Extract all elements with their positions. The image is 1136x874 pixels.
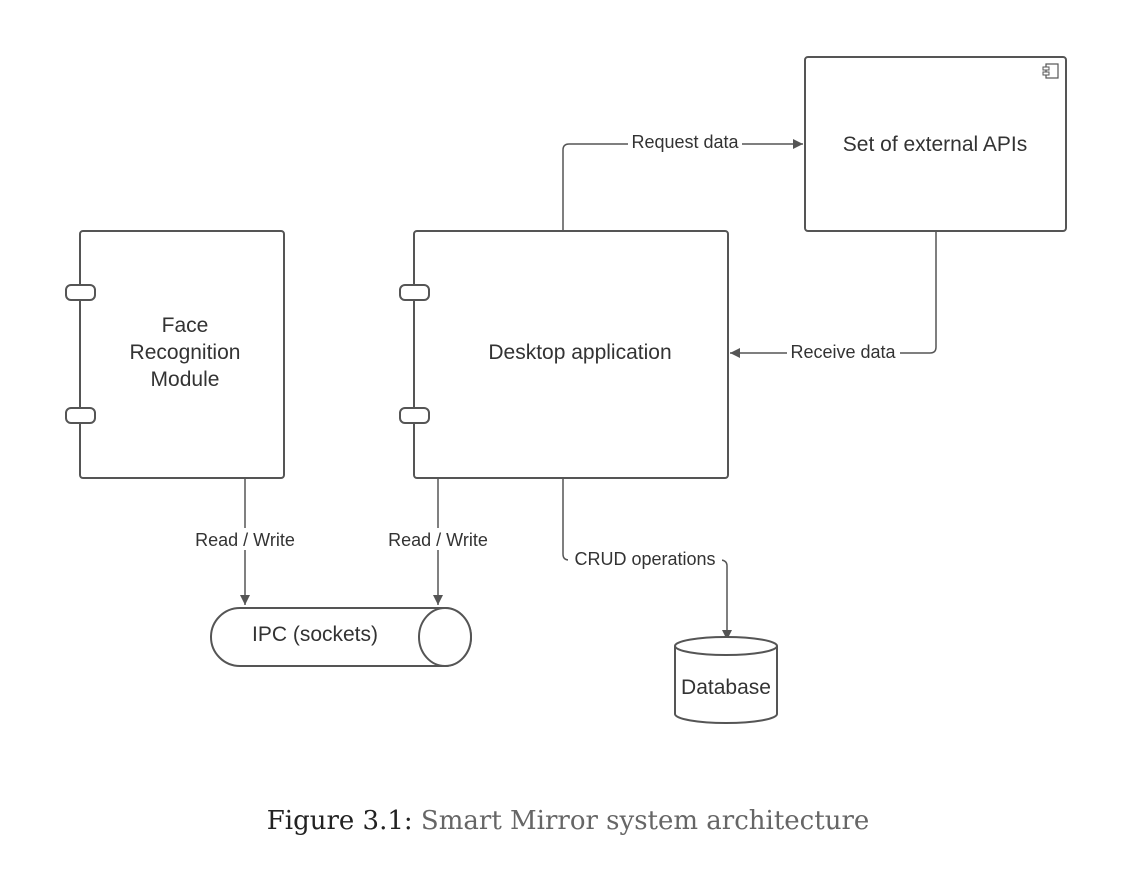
node-ipc-sockets: IPC (sockets) [210,607,472,667]
component-port [399,407,430,424]
edge-label-request-data: Request data [631,132,739,152]
component-icon [1042,63,1059,79]
node-label-database: Database [681,676,771,699]
edge-receive-data [730,231,937,358]
edge-label-face-read-write: Read / Write [195,530,295,550]
component-port [65,407,96,424]
node-label-face-line1: Face [162,314,209,337]
node-desktop-application: Desktop application [399,230,729,479]
edge-label-crud: CRUD operations [574,549,715,569]
node-face-recognition: Face Recognition Module [65,230,285,479]
caption-prefix: Figure 3.1: [266,806,413,836]
caption-text: Smart Mirror system architecture [420,806,870,836]
edge-request-data [562,139,803,231]
component-port [65,284,96,301]
node-label-desktop: Desktop application [488,341,671,364]
figure-caption: Figure 3.1: Smart Mirror system architec… [0,806,1136,836]
component-port [399,284,430,301]
node-database: Database [674,636,778,724]
node-label-face-line3: Module [151,368,220,391]
node-external-apis: Set of external APIs [804,56,1067,232]
edge-label-desktop-read-write: Read / Write [388,530,488,550]
architecture-diagram: Request data Receive data Read / Write R… [65,56,1067,724]
edge-label-receive-data: Receive data [790,342,896,362]
node-label-external-apis: Set of external APIs [843,133,1027,156]
node-label-face-line2: Recognition [130,341,241,364]
node-label-ipc: IPC (sockets) [252,623,378,646]
